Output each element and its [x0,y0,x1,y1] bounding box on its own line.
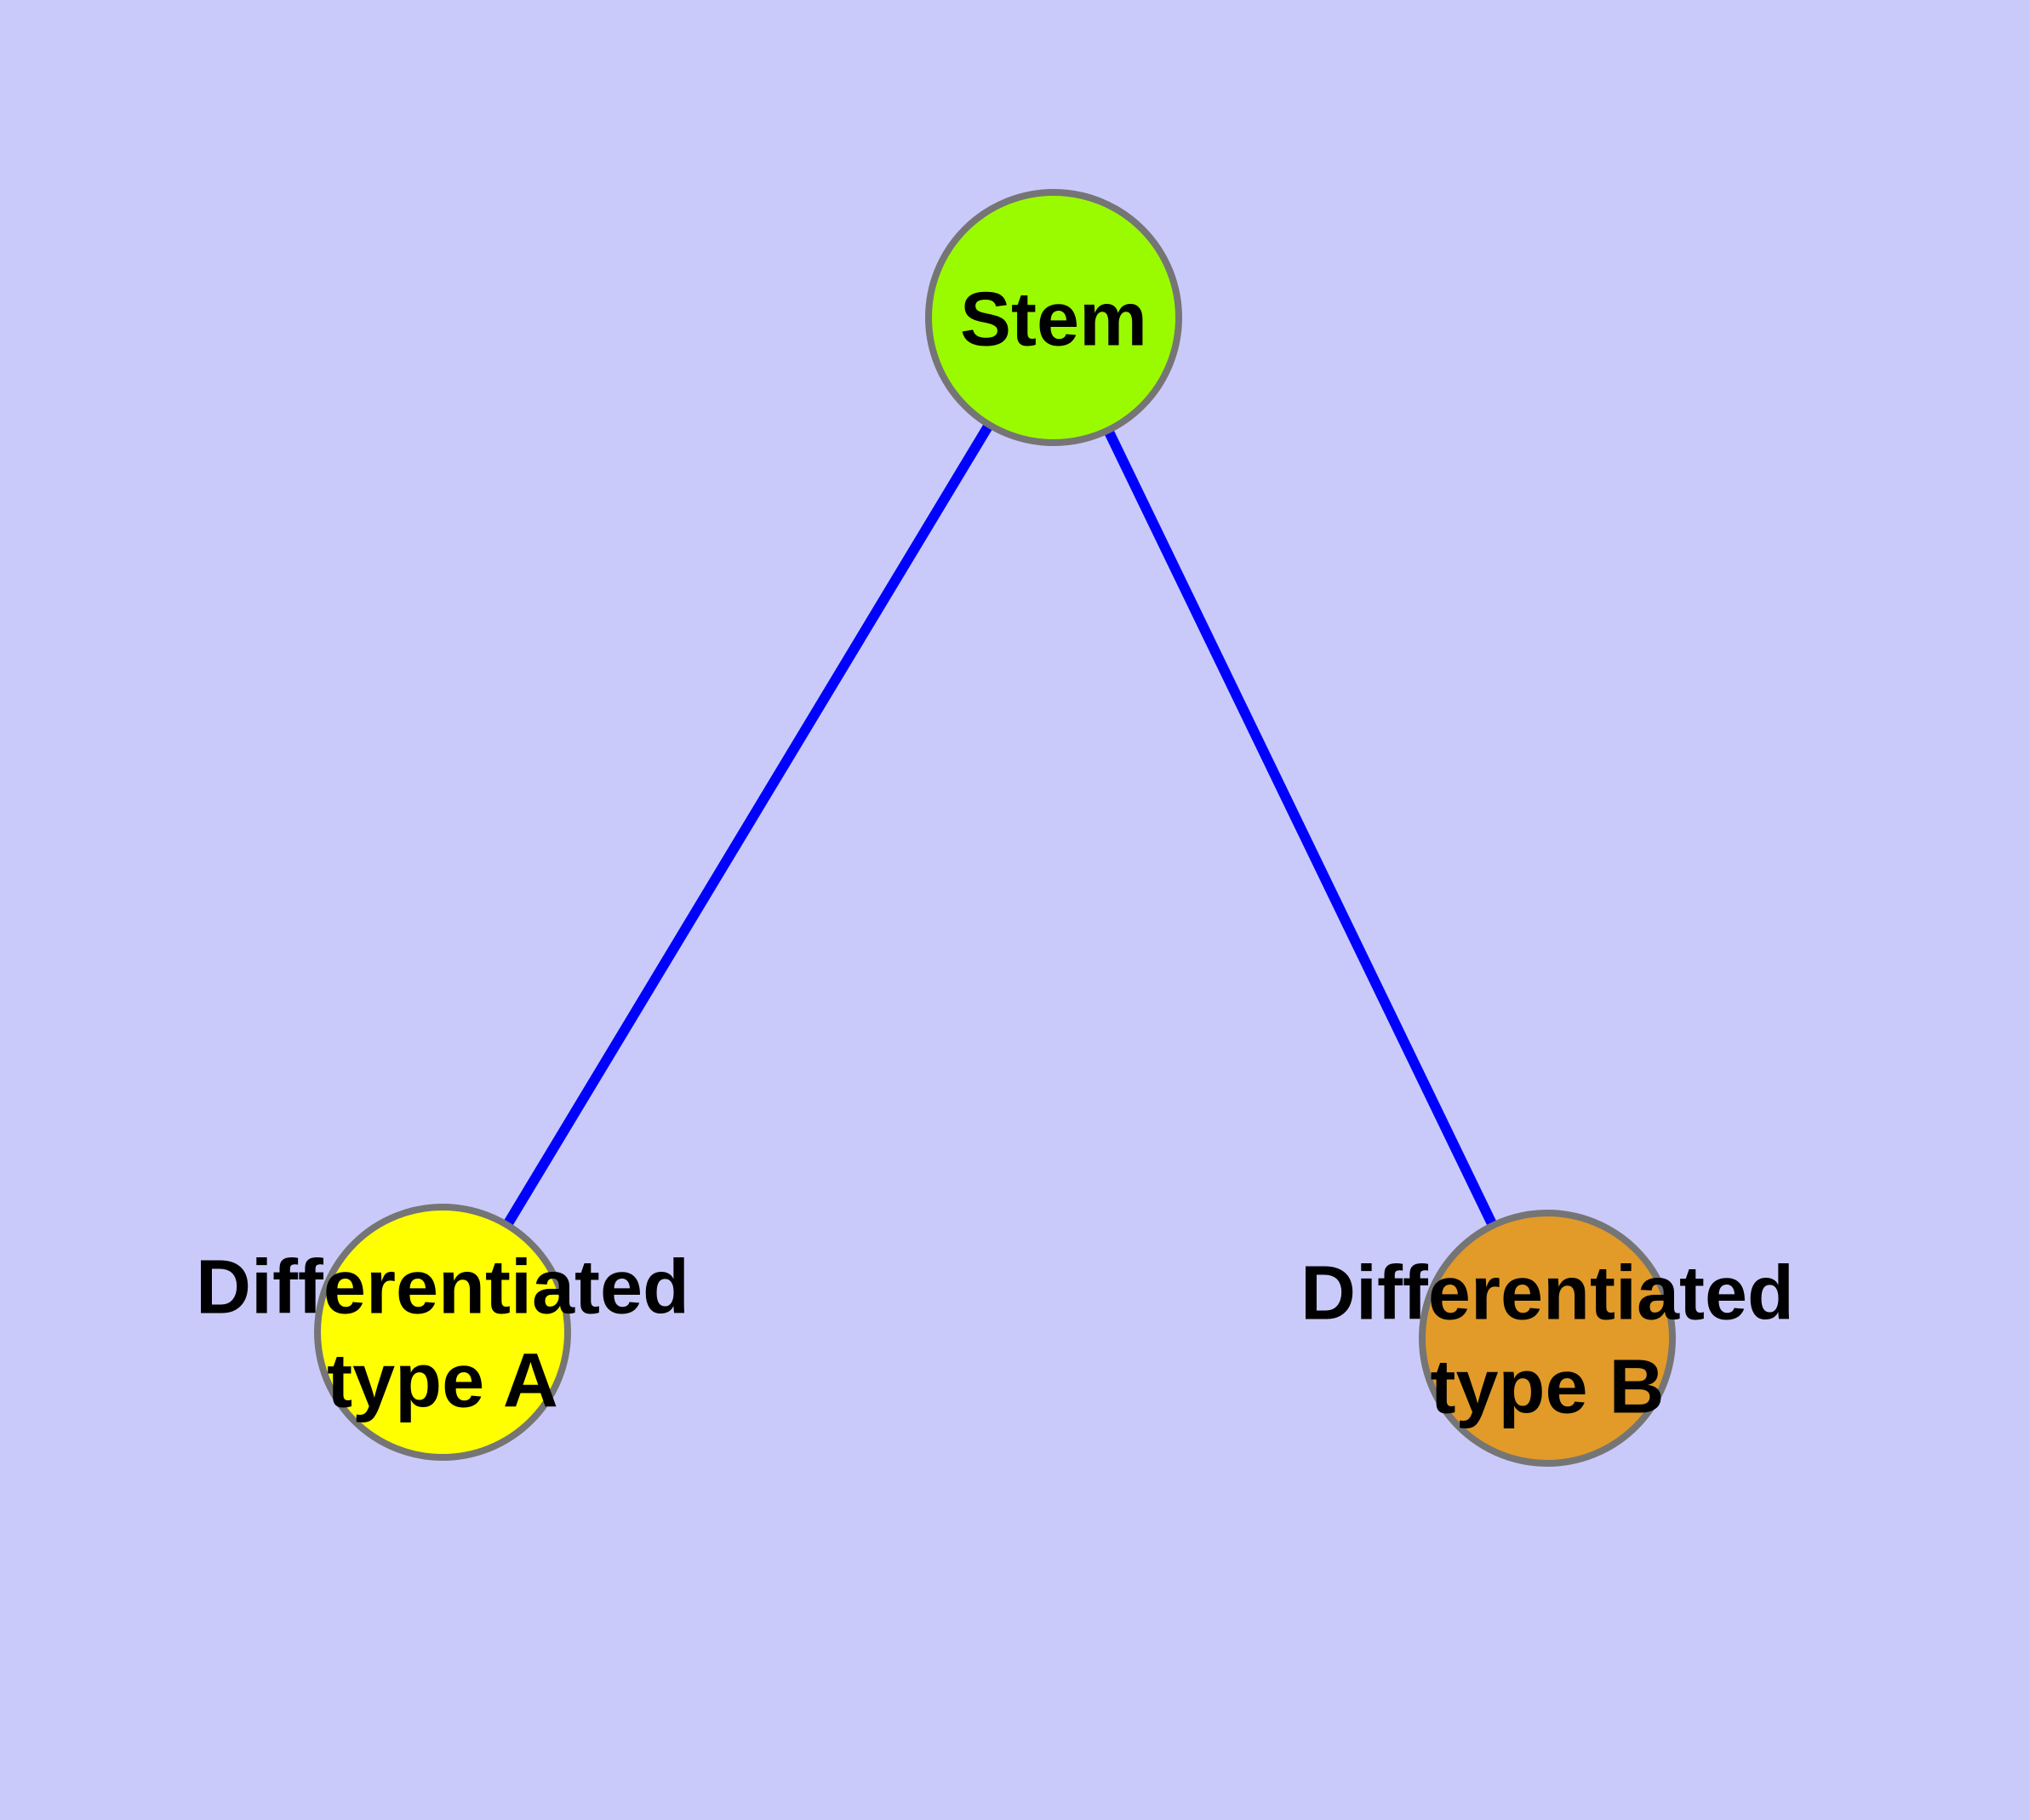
node-circle-typeB [1419,1210,1676,1467]
graph-edge-stem-to-typeB [1049,315,1552,1341]
node-label-line: Differentiated [1300,1251,1794,1336]
node-label-line: Differentiated [196,1245,689,1330]
node-circle-typeA [314,1204,571,1461]
graph-node-stem: Stem [925,189,1182,446]
edges-layer [437,314,1552,1341]
node-label-line: type A [327,1338,558,1423]
graph-edge-stem-to-typeA [437,314,1059,1336]
node-label-line: Stem [960,277,1147,362]
node-label-line: type B [1430,1344,1664,1429]
node-label-stem: Stem [960,277,1147,362]
node-circle-stem [925,189,1182,446]
